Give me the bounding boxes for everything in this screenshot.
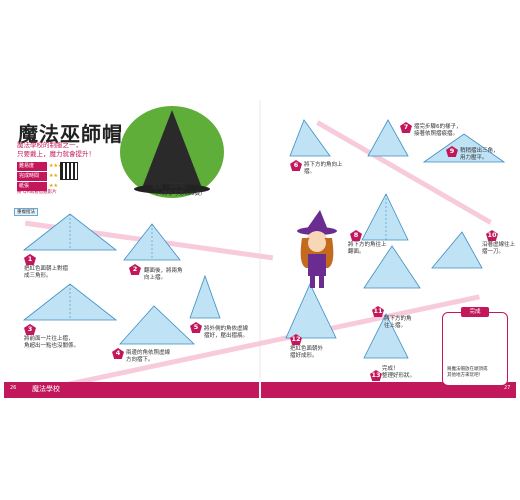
diagram-step-5 xyxy=(189,274,221,319)
time-value: ★★ xyxy=(49,173,58,179)
diagram-step-8 xyxy=(422,133,506,163)
diagram-step-10 xyxy=(431,231,483,269)
diagram-step-7 xyxy=(367,119,409,157)
step-badge: 1 xyxy=(24,254,36,265)
step-note: 沿著虛線往上摺一刀。 xyxy=(482,242,516,255)
witch-hat-photo-icon xyxy=(142,110,202,188)
intro-line: 只要戴上，魔力就會提升！ xyxy=(17,150,95,158)
diagram-step-6 xyxy=(289,119,331,157)
footer-bar-right xyxy=(261,382,516,398)
paper-label: 紙張 xyxy=(17,182,47,191)
page-gutter xyxy=(259,100,261,398)
time-label: 完成時間 xyxy=(17,172,47,181)
intro-line: 魔法學校的制服之一， xyxy=(17,141,82,149)
page-title: 魔法巫師帽 xyxy=(18,122,123,146)
diagram-step-12 xyxy=(285,283,337,339)
step-note: 翻面後，將兩角向上摺。 xyxy=(144,268,183,281)
photo-caption: 摺成「巫師帽」 （➡請參考第126頁） xyxy=(152,184,206,198)
step-badge: 4 xyxy=(112,348,124,359)
qr-code-icon[interactable] xyxy=(60,162,78,180)
step-note: 完成！整理好形狀。 xyxy=(382,366,416,379)
finished-callout: 完成 將魔法帽放在頭頂或其他地方來玩吧！ xyxy=(442,307,508,386)
footer-bar-left xyxy=(4,382,259,398)
step-note: 稍稍摺出三角，用力壓平。 xyxy=(460,148,499,161)
info-panel: 難易度 ★★★ 完成時間 ★★ 紙張 ★★ xyxy=(17,162,99,198)
step-note: 兩邊的角依照虛線方向摺下。 xyxy=(126,350,171,363)
diagram-step-4 xyxy=(119,305,196,345)
photo-caption-line: （➡請參考第126頁） xyxy=(152,191,206,197)
difficulty-label: 難易度 xyxy=(17,162,47,171)
photo-caption-line: 摺成「巫師帽」 xyxy=(152,184,191,190)
repeat-fold-legend: 重複摺法 xyxy=(14,208,38,216)
step-badge: 2 xyxy=(129,264,141,275)
hat-brim xyxy=(134,184,210,194)
diagram-step-9 xyxy=(361,193,409,241)
step-badge: 11 xyxy=(372,306,384,317)
step-note: 將下方的角往上翻面。 xyxy=(348,242,387,255)
paper-value: ★★ xyxy=(49,183,58,189)
qr-note: 掃 QR碼看摺紙影片 xyxy=(17,190,57,195)
step-note: 摺完步驟6的樣子，接著依照摺痕摺。 xyxy=(414,124,462,137)
step-badge: 8 xyxy=(350,230,362,241)
step-badge: 9 xyxy=(446,146,458,157)
step-badge: 12 xyxy=(290,334,302,345)
step-note: 將下方的角向上摺。 xyxy=(304,162,343,175)
book-spread: 26 27 魔法學校 魔法巫師帽 魔法學校的制服之一， 只要戴上，魔力就會提升！… xyxy=(4,100,516,398)
step-badge: 6 xyxy=(290,160,302,171)
step-note: 把紅色面朝上對摺成三角形。 xyxy=(24,266,69,279)
step-note: 將外側的角依虛線摺好，壓出摺痕。 xyxy=(204,326,249,339)
step-note: 把紅色面朝外摺好成形。 xyxy=(290,346,324,359)
difficulty-value: ★★★ xyxy=(49,163,63,169)
step-note: 將前面一片往上摺，角超出一點也沒關係。 xyxy=(24,336,80,349)
witch-girl-illustration xyxy=(297,210,337,288)
step-badge: 5 xyxy=(190,322,202,333)
callout-note: 將魔法帽放在頭頂或其他地方來玩吧！ xyxy=(447,367,488,378)
footer-section-label: 魔法學校 xyxy=(32,385,60,393)
step-badge: 13 xyxy=(370,370,382,381)
diagram-step-13 xyxy=(363,313,409,359)
callout-heading: 完成 xyxy=(461,307,489,317)
page-number-left: 26 xyxy=(10,385,17,391)
folding-diagrams xyxy=(22,119,506,359)
step-badge: 10 xyxy=(486,230,498,241)
diagram-step-11 xyxy=(363,245,421,289)
page-number-right: 27 xyxy=(504,385,511,391)
step-note: 將下方的角往上摺。 xyxy=(384,316,412,329)
intro-text: 魔法學校的制服之一， 只要戴上，魔力就會提升！ xyxy=(17,141,95,159)
step-badge: 7 xyxy=(400,122,412,133)
step-badge: 3 xyxy=(24,324,36,335)
